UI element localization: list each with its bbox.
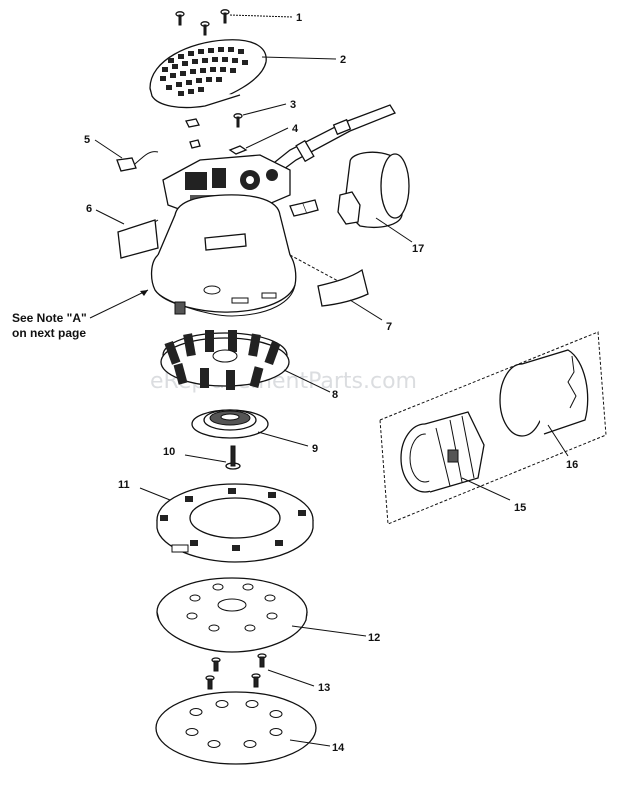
part-6-label: [95, 209, 159, 259]
callout-4: 4: [292, 123, 299, 135]
note-line-1: See Note "A": [12, 311, 87, 325]
callout-16: 16: [566, 459, 578, 471]
part-14-sanding-disc: [155, 691, 331, 765]
callout-13: 13: [318, 682, 330, 694]
callout-labels: 1 2 3 4 5 6 7 8 9 10 11 12 13 14 15 16 1…: [84, 12, 578, 754]
brush-caps: [289, 199, 319, 217]
part-15-dust-canister: [379, 331, 607, 525]
part-10-screw: [184, 445, 241, 470]
callout-7: 7: [386, 321, 392, 333]
part-5-brush: [94, 139, 159, 172]
part-2-top-cover: [149, 39, 337, 109]
part-12-pad: [156, 577, 367, 653]
part-17-dust-adapter: [337, 151, 413, 243]
callout-17: 17: [412, 243, 424, 255]
callout-12: 12: [368, 632, 380, 644]
callout-3: 3: [290, 99, 296, 111]
callout-2: 2: [340, 54, 346, 66]
motor-housing: [150, 154, 297, 317]
callout-1: 1: [296, 12, 302, 24]
small-clip: [185, 118, 201, 149]
note-line-2: on next page: [12, 326, 86, 340]
callout-6: 6: [86, 203, 92, 215]
callout-5: 5: [84, 134, 90, 146]
part-1-screws: [175, 9, 293, 36]
callout-8: 8: [332, 389, 338, 401]
part-4-spacer: [228, 127, 289, 155]
part-16-dust-bag: [499, 349, 589, 457]
part-11-base-plate: [139, 483, 314, 563]
part-7-label: [317, 268, 383, 321]
callout-14: 14: [332, 742, 345, 754]
callout-9: 9: [312, 443, 318, 455]
part-13-screws: [205, 653, 315, 690]
callout-15: 15: [514, 502, 526, 514]
part-8-fan: [160, 330, 331, 393]
callout-11: 11: [118, 479, 130, 491]
part-3-screw: [233, 103, 287, 128]
callout-10: 10: [163, 446, 175, 458]
part-9-bearing: [191, 409, 309, 447]
